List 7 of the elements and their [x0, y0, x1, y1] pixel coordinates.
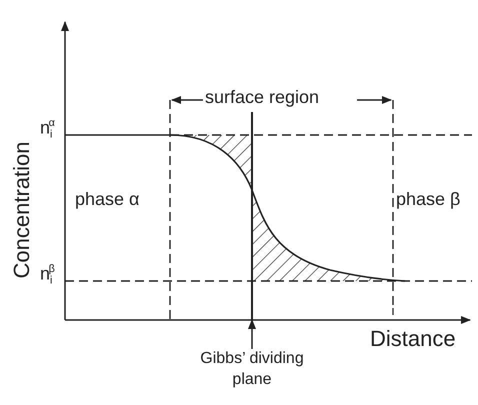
leader-arrow [248, 319, 256, 349]
phase-label: phase α [74, 190, 140, 210]
axis-label: Concentration [10, 140, 34, 280]
axis-label: Distance [369, 327, 457, 352]
phase-label: phase β [395, 190, 462, 210]
plane-label: Gibbs’ dividing plane [199, 349, 305, 390]
dividing-plane-line [251, 112, 253, 320]
